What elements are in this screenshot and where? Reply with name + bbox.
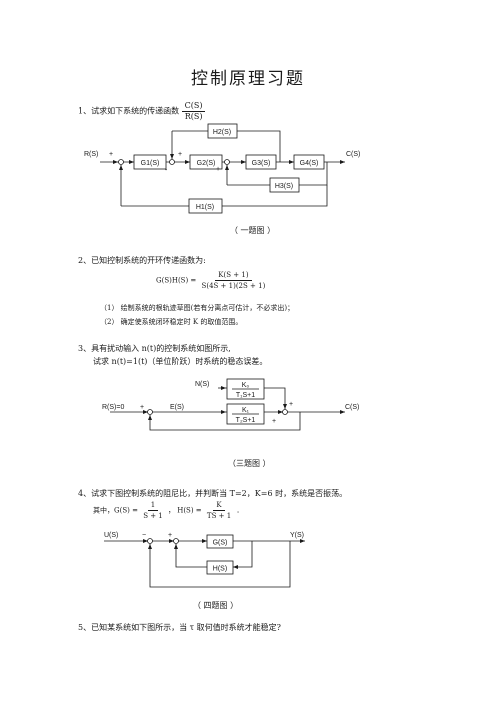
q1-h1-label: H1(S): [196, 204, 214, 211]
q3-c-label: C(S): [345, 404, 359, 411]
q3-k0-num: K₀: [242, 382, 250, 389]
page-title: 控制原理习题: [191, 69, 305, 89]
q2-fraction: K(S + 1) S(4S + 1)(2S + 1): [199, 270, 269, 291]
q4-g-num: 1: [147, 500, 159, 511]
q3-r-label: R(S)=0: [102, 404, 124, 411]
q3-sign-plus-3: +: [272, 418, 276, 425]
q2-den: S(4S + 1)(2S + 1): [201, 282, 266, 290]
q4-block-g: [206, 534, 234, 549]
q1-caption: （ 一题图 ）: [230, 226, 276, 235]
q1-sign-4: +: [178, 151, 182, 158]
q1-block-g4: [293, 154, 325, 170]
q4-g-prefix: 其中，G(S) =: [93, 506, 138, 515]
q4-block-h: [206, 560, 234, 575]
q5-text: 5、已知某系统如下图所示，当 τ 取何值时系统才能稳定?: [78, 623, 281, 632]
q1-h3-label: H3(S): [275, 183, 293, 190]
q1-sign-3: +: [216, 166, 220, 173]
q1-g2-label: G2(S): [197, 160, 216, 167]
q2-item-2: （2） 确定使系统闭环稳定时 K 的取值范围。: [100, 318, 243, 326]
q1-g4-label: G4(S): [300, 160, 319, 167]
q4-line-1: 4、试求下图控制系统的阻尼比，并判断当 T=2，K=6 时，系统是否振荡。: [78, 489, 348, 498]
q4-end: ．: [236, 506, 244, 515]
q1-text: 1、试求如下系统的传递函数 C(S) R(S): [78, 101, 206, 122]
q1-fraction: C(S) R(S): [181, 101, 206, 122]
q3-sign-plus-2: +: [289, 401, 293, 408]
q4-h-den: TS + 1: [206, 512, 232, 520]
q1-block-g3: [245, 154, 277, 170]
q3-k1-num: K₁: [242, 407, 250, 414]
q3-e-label: E(S): [170, 404, 184, 411]
q2-text: 2、已知控制系统的开环传递函数为:: [78, 256, 206, 265]
q2-num: K(S + 1): [215, 270, 252, 281]
q1-sign-1: +: [109, 151, 113, 158]
q4-given: 其中，G(S) = 1 S + 1 ， H(S) = K TS + 1 ．: [93, 500, 243, 521]
q4-h-num: K: [213, 500, 225, 511]
q4-sign-1: −: [142, 532, 146, 539]
q1-statement: 1、试求如下系统的传递函数: [78, 106, 180, 116]
q3-n-label: N(S): [195, 381, 209, 388]
q1-frac-den: R(S): [184, 112, 203, 121]
q1-h2-label: H2(S): [213, 129, 231, 136]
q3-k1-den: T₂S+1: [236, 417, 256, 424]
q4-g-fraction: 1 S + 1: [140, 500, 166, 521]
q3-line-1: 3、具有扰动输入 n(t)的控制系统如图所示,: [78, 344, 231, 353]
q4-g-label: G(S): [213, 540, 228, 547]
q1-input-label: R(S): [84, 151, 98, 158]
q1-output-label: C(S): [346, 151, 360, 158]
q2-item-1: （1） 绘制系统的根轨迹草图(若有分离点可估计，不必求出)；: [100, 304, 295, 312]
q4-g-den: S + 1: [143, 512, 163, 520]
q4-sign-2: +: [168, 532, 172, 539]
q4-caption: （ 四题图 ）: [193, 601, 239, 610]
q1-g3-label: G3(S): [252, 160, 271, 167]
q1-g1-label: G1(S): [141, 160, 160, 167]
q4-u-label: U(S): [104, 532, 118, 539]
q2-lhs: G(S)H(S) =: [156, 276, 197, 285]
q1-block-h1: [188, 198, 223, 214]
q3-k0-den: T₁S+1: [236, 392, 255, 399]
q1-frac-num: C(S): [181, 101, 206, 112]
q1-block-h3: [269, 177, 300, 193]
q4-h-prefix: ， H(S) =: [168, 506, 202, 515]
q1-block-h2: [207, 123, 238, 139]
q3-caption: （三题图 ）: [228, 459, 271, 468]
q1-block-g1: [133, 154, 167, 170]
q1-sign-2: -: [165, 167, 168, 174]
q4-y-label: Y(S): [290, 532, 304, 539]
q4-h-fraction: K TS + 1: [204, 500, 234, 521]
q1-block-g2: [189, 154, 223, 170]
q2-formula: G(S)H(S) = K(S + 1) S(4S + 1)(2S + 1): [156, 270, 268, 291]
q3-line-2: 试求 n(t)=1(t)（单位阶跃）时系统的稳态误差。: [93, 357, 268, 366]
q4-h-label: H(S): [213, 566, 227, 573]
q3-sign-plus-1: +: [140, 404, 144, 411]
